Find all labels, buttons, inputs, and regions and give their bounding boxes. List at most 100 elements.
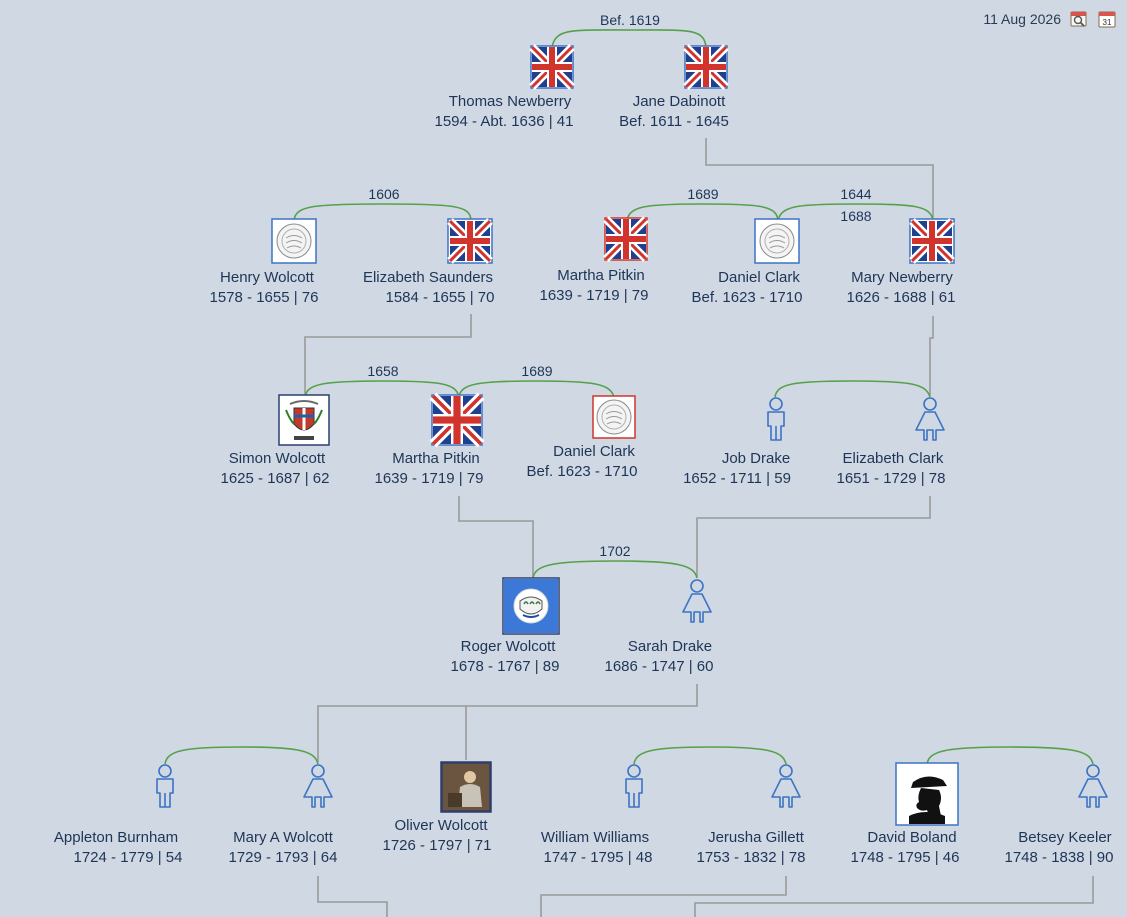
person-name: Betsey Keeler xyxy=(1018,829,1111,846)
connecticut-seal-icon xyxy=(503,578,559,634)
uk-flag-icon xyxy=(912,221,952,261)
person-name: Roger Wolcott xyxy=(461,638,557,655)
marriage-label-newberry-dabinott: Bef. 1619 xyxy=(600,12,660,28)
seal-icon xyxy=(593,396,635,438)
person-daniel-clark-gen2[interactable]: Daniel Clark Bef. 1623 - 1710 xyxy=(692,218,803,306)
person-mary-a-wolcott[interactable]: Mary A Wolcott 1729 - 1793 | 64 xyxy=(229,764,338,866)
marriage-label-wolcott-saunders: 1606 xyxy=(368,186,399,202)
person-dates: 1625 - 1687 | 62 xyxy=(221,470,330,487)
person-mary-newberry[interactable]: Mary Newberry 1626 - 1688 | 61 xyxy=(847,219,956,306)
uk-flag-icon xyxy=(532,47,572,87)
person-jane-dabinott[interactable]: Jane Dabinott Bef. 1611 - 1645 xyxy=(619,46,729,130)
person-dates: 1724 - 1779 | 54 xyxy=(74,849,183,866)
male-person-icon xyxy=(625,764,643,808)
person-elizabeth-clark[interactable]: Elizabeth Clark 1651 - 1729 | 78 xyxy=(837,397,946,487)
person-henry-wolcott[interactable]: Henry Wolcott 1578 - 1655 | 76 xyxy=(210,218,319,306)
person-name: Martha Pitkin xyxy=(557,267,645,284)
person-martha-pitkin-gen2[interactable]: Martha Pitkin 1639 - 1719 | 79 xyxy=(540,218,649,304)
person-elizabeth-saunders[interactable]: Elizabeth Saunders 1584 - 1655 | 70 xyxy=(363,219,495,306)
toolbar: 11 Aug 2026 31 xyxy=(983,9,1117,29)
person-dates: 1639 - 1719 | 79 xyxy=(375,470,484,487)
marriage-label-martha-daniel: 1689 xyxy=(521,363,552,379)
person-name: Job Drake xyxy=(722,450,790,467)
person-betsey-keeler[interactable]: Betsey Keeler 1748 - 1838 | 90 xyxy=(1005,764,1114,866)
uk-flag-icon xyxy=(433,396,481,444)
calendar-day: 31 xyxy=(1103,18,1112,27)
person-dates: 1748 - 1795 | 46 xyxy=(851,849,960,866)
female-person-icon xyxy=(303,764,333,808)
person-dates: 1686 - 1747 | 60 xyxy=(605,658,714,675)
person-name: David Boland xyxy=(867,829,956,846)
descent-lines xyxy=(304,138,1094,917)
person-name: Appleton Burnham xyxy=(54,829,178,846)
person-appleton-burnham[interactable]: Appleton Burnham 1724 - 1779 | 54 xyxy=(54,764,183,866)
person-name: Elizabeth Clark xyxy=(843,450,944,467)
person-name: Henry Wolcott xyxy=(220,269,315,286)
person-name: Mary Newberry xyxy=(851,269,953,286)
uk-flag-icon xyxy=(606,219,646,259)
female-person-icon xyxy=(771,764,801,808)
person-dates: 1678 - 1767 | 89 xyxy=(451,658,560,675)
person-dates: 1651 - 1729 | 78 xyxy=(837,470,946,487)
person-name: Thomas Newberry xyxy=(449,93,572,110)
person-dates: 1594 - Abt. 1636 | 41 xyxy=(434,113,573,130)
uk-flag-icon xyxy=(450,221,490,261)
marriage-lines xyxy=(164,29,1094,765)
person-name: Daniel Clark xyxy=(553,443,635,460)
person-roger-wolcott[interactable]: Roger Wolcott 1678 - 1767 | 89 xyxy=(451,577,560,675)
seal-icon xyxy=(756,220,798,262)
person-name: Mary A Wolcott xyxy=(233,829,334,846)
male-person-icon xyxy=(767,397,785,441)
person-job-drake[interactable]: Job Drake 1652 - 1711 | 59 xyxy=(683,397,791,487)
silhouette-icon xyxy=(897,764,957,824)
marriage-label-clark-newberry-2: 1688 xyxy=(840,208,871,224)
person-dates: 1578 - 1655 | 76 xyxy=(210,289,319,306)
person-william-williams[interactable]: William Williams 1747 - 1795 | 48 xyxy=(541,764,653,866)
person-dates: 1753 - 1832 | 78 xyxy=(697,849,806,866)
person-dates: 1652 - 1711 | 59 xyxy=(683,470,791,487)
female-person-icon xyxy=(682,579,712,623)
person-dates: Bef. 1623 - 1710 xyxy=(527,463,638,480)
person-david-boland[interactable]: David Boland 1748 - 1795 | 46 xyxy=(851,762,960,866)
marriage-label-clark-newberry-1: 1644 xyxy=(840,186,871,202)
person-martha-pitkin-gen3[interactable]: Martha Pitkin 1639 - 1719 | 79 xyxy=(375,395,484,487)
male-person-icon xyxy=(156,764,174,808)
person-name: Martha Pitkin xyxy=(392,450,480,467)
marriage-labels: Bef. 1619 1606 1689 1644 1688 1658 1689 … xyxy=(367,12,871,559)
person-oliver-wolcott[interactable]: Oliver Wolcott 1726 - 1797 | 71 xyxy=(383,761,492,854)
person-name: Elizabeth Saunders xyxy=(363,269,493,286)
person-dates: 1747 - 1795 | 48 xyxy=(544,849,653,866)
marriage-label-pitkin-clark: 1689 xyxy=(687,186,718,202)
person-dates: 1748 - 1838 | 90 xyxy=(1005,849,1114,866)
person-dates: 1626 - 1688 | 61 xyxy=(847,289,956,306)
person-name: Jerusha Gillett xyxy=(708,829,805,846)
portrait-icon xyxy=(441,762,491,812)
coat-of-arms-icon xyxy=(278,394,330,446)
seal-icon xyxy=(273,220,315,262)
female-person-icon xyxy=(1078,764,1108,808)
person-thomas-newberry[interactable]: Thomas Newberry 1594 - Abt. 1636 | 41 xyxy=(434,46,573,130)
person-name: Simon Wolcott xyxy=(229,450,326,467)
calendar-icon[interactable]: 31 xyxy=(1097,9,1117,29)
calendar-search-icon[interactable] xyxy=(1069,9,1089,29)
uk-flag-icon xyxy=(686,47,726,87)
person-sarah-drake[interactable]: Sarah Drake 1686 - 1747 | 60 xyxy=(605,579,714,675)
person-name: Sarah Drake xyxy=(628,638,712,655)
person-dates: 1729 - 1793 | 64 xyxy=(229,849,338,866)
person-name: Jane Dabinott xyxy=(633,93,726,110)
person-name: Oliver Wolcott xyxy=(394,817,488,834)
person-name: William Williams xyxy=(541,829,649,846)
person-jerusha-gillett[interactable]: Jerusha Gillett 1753 - 1832 | 78 xyxy=(697,764,806,866)
person-daniel-clark-gen3[interactable]: Daniel Clark Bef. 1623 - 1710 xyxy=(527,395,638,480)
person-dates: 1726 - 1797 | 71 xyxy=(383,837,492,854)
person-dates: 1584 - 1655 | 70 xyxy=(386,289,495,306)
marriage-label-roger-sarah: 1702 xyxy=(599,543,630,559)
person-simon-wolcott[interactable]: Simon Wolcott 1625 - 1687 | 62 xyxy=(221,394,330,487)
current-date: 11 Aug 2026 xyxy=(983,11,1061,27)
person-dates: Bef. 1611 - 1645 xyxy=(619,113,729,130)
female-person-icon xyxy=(915,397,945,441)
person-dates: 1639 - 1719 | 79 xyxy=(540,287,649,304)
person-dates: Bef. 1623 - 1710 xyxy=(692,289,803,306)
marriage-label-simon-martha: 1658 xyxy=(367,363,398,379)
